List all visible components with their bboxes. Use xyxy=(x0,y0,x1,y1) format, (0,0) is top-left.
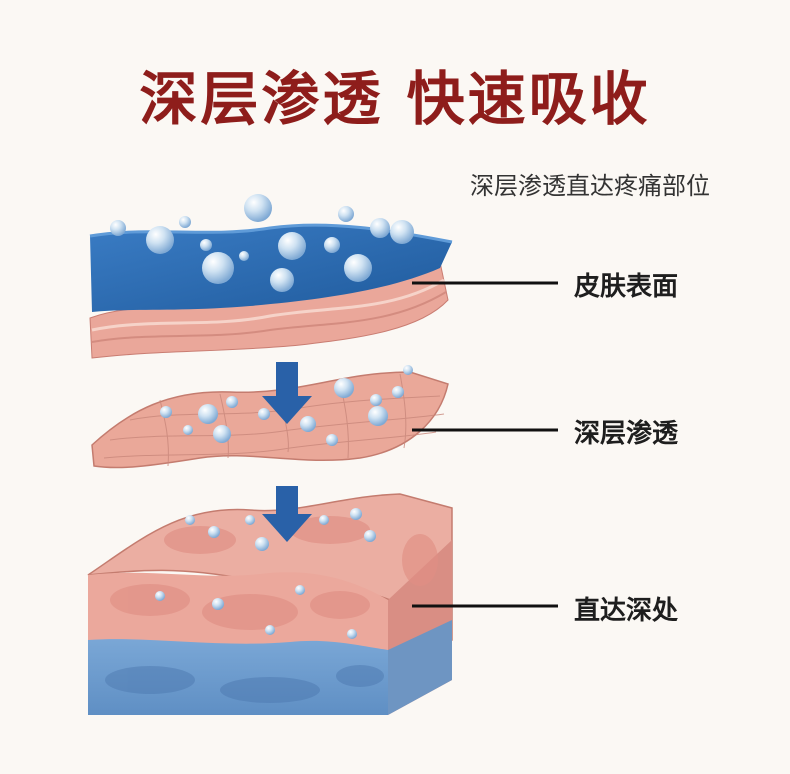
skin-surface-layer xyxy=(89,223,453,359)
label-skin-surface: 皮肤表面 xyxy=(574,272,679,302)
penetration-layer xyxy=(91,371,449,469)
deep-tissue-layer xyxy=(87,493,453,715)
bubble-icon xyxy=(110,194,414,639)
label-deep-penetration: 深层渗透 xyxy=(574,419,679,449)
down-arrow-icon xyxy=(262,362,312,424)
subtitle: 深层渗透直达疼痛部位 xyxy=(470,172,710,200)
label-reach-deep: 直达深处 xyxy=(574,596,679,626)
down-arrow-icon xyxy=(262,486,312,542)
page-title: 深层渗透 快速吸收 xyxy=(139,65,651,133)
